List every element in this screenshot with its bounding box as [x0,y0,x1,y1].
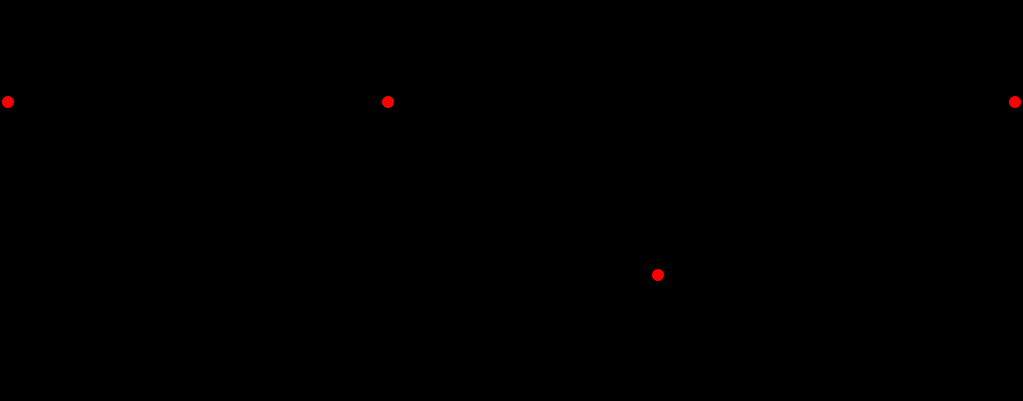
inductor-coil-icon [447,147,529,159]
secondary-delta [540,257,746,356]
fault-lightning-icon [850,157,884,381]
marker-right-terminal [1009,96,1021,108]
secondary-ground-branch [518,290,553,398]
series-inductors [257,34,388,159]
inductor-coil-icon [717,284,727,318]
inductor-coil-icon [717,204,727,238]
marker-neutral-point [652,269,664,281]
inductor-coil-icon [603,204,613,238]
inductor-coil-icon [287,91,369,103]
marker-generator-bus [382,96,394,108]
current-arrow-icon [893,222,903,302]
current-arrow-icon [808,17,828,139]
marker-left-terminal [2,96,14,108]
primary-coils [586,204,727,275]
current-arrow-icon [617,298,739,314]
fault [850,154,903,398]
markers [2,96,1021,281]
inductor-coil-icon [657,204,667,238]
ground-icon [519,384,551,398]
inductor-coil-icon [287,147,369,159]
current-arrow-icon [586,208,712,217]
inductor-coil-icon [657,284,667,318]
main-lines [545,41,805,205]
inductor-coil-icon [447,34,529,46]
inductor-coil-icon [603,284,613,318]
generator [7,1,232,203]
current-arrow-icon [518,290,528,357]
ac-sources [946,26,1016,177]
inductor-coil-icon [447,91,529,103]
current-arrow-icon [748,30,770,153]
ground-icon [850,384,882,398]
line-cts [748,17,945,172]
transformer [411,34,549,186]
inductor-coil-icon [287,34,369,46]
ground-icon [372,384,404,398]
current-arrow-icon [898,30,922,153]
